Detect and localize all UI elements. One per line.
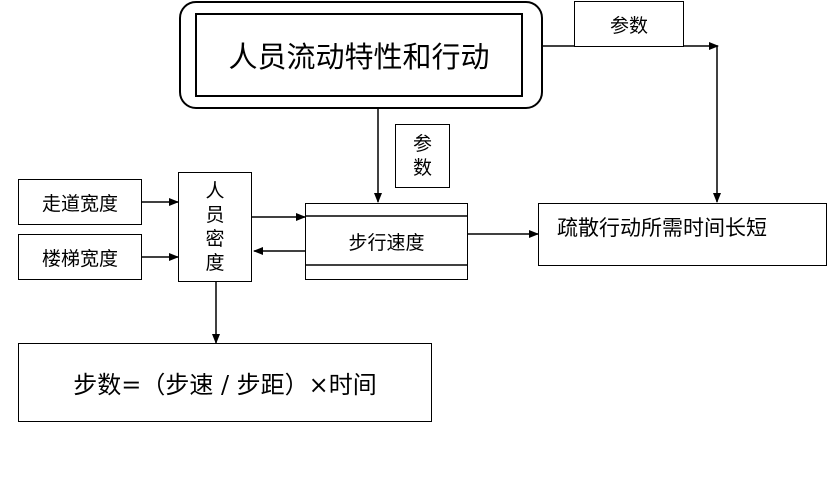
corridor-width-box: 走道宽度 <box>18 179 142 225</box>
density-label: 人员密度 <box>205 180 225 274</box>
title-text: 人员流动特性和行动 <box>228 40 490 74</box>
density-box: 人员密度 <box>178 172 252 282</box>
title-inner-frame <box>195 13 523 97</box>
title-outer-frame <box>179 1 543 109</box>
formula-label: 步数=（步速 / 步距）×时间 <box>73 371 377 399</box>
stair-width-label: 楼梯宽度 <box>41 247 118 270</box>
corridor-width-label: 走道宽度 <box>41 192 118 215</box>
stair-width-box: 楼梯宽度 <box>18 234 142 280</box>
param-mid-label: 参数 <box>412 133 432 179</box>
param-top-box: 参数 <box>574 1 684 47</box>
param-mid-box: 参数 <box>395 124 450 188</box>
evac-time-box: 疏散行动所需时间长短 <box>538 203 827 266</box>
evac-time-label: 疏散行动所需时间长短 <box>557 216 767 240</box>
walk-speed-label: 步行速度 <box>348 232 425 254</box>
formula-box: 步数=（步速 / 步距）×时间 <box>18 343 432 422</box>
param-top-label: 参数 <box>609 14 648 37</box>
walk-speed-box: 步行速度 <box>305 203 468 280</box>
